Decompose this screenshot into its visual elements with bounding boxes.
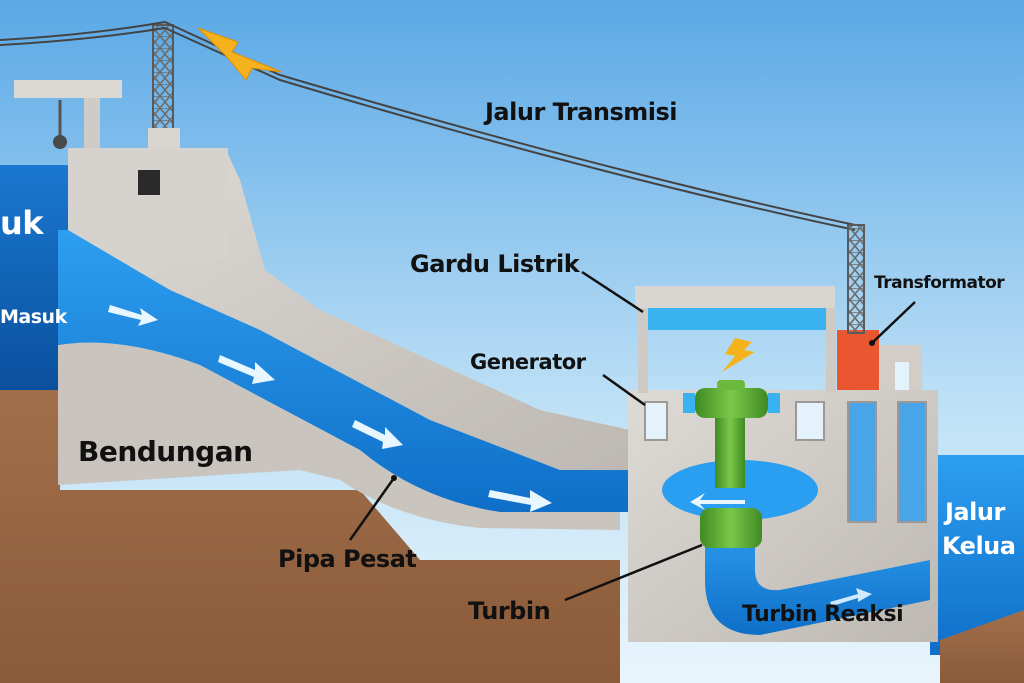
- label-outflow-2: Kelua: [942, 532, 1016, 560]
- label-outflow-1: Jalur: [945, 498, 1005, 526]
- transformer-box: [837, 330, 879, 390]
- flow-arrow-icon: [218, 355, 275, 384]
- label-generator: Generator: [470, 350, 586, 374]
- leader-line-turbin: [564, 543, 703, 602]
- leader-line-gardu: [581, 270, 644, 314]
- label-inflow: Masuk: [0, 306, 67, 328]
- crane-arm: [14, 80, 122, 98]
- leader-dot: [869, 340, 875, 346]
- tower-left-base: [148, 128, 180, 148]
- powerhouse-window: [847, 401, 877, 523]
- turbine-runner: [700, 508, 762, 548]
- crane-hook: [53, 135, 67, 149]
- label-substation: Gardu Listrik: [410, 250, 580, 278]
- transmission-wire: [0, 20, 856, 226]
- flow-arrows: [108, 305, 552, 512]
- powerhouse-window: [644, 401, 668, 441]
- label-transformer: Transformator: [874, 273, 1005, 293]
- penstock-water: [58, 230, 630, 512]
- flow-arrow-icon: [352, 420, 403, 449]
- generator-mount-right: [768, 393, 780, 413]
- powerhouse-window: [795, 401, 825, 441]
- transformer-annex-door: [895, 362, 909, 390]
- tower-left: [152, 24, 174, 131]
- flow-arrow-icon: [830, 588, 872, 606]
- leader-line-transformator: [871, 301, 916, 344]
- label-reservoir: uk: [0, 204, 44, 242]
- crane-post: [84, 98, 100, 148]
- turbine-chamber-water: [662, 460, 818, 520]
- generator-head: [695, 388, 768, 418]
- lightning-bolt-icon: [197, 27, 283, 81]
- flow-arrow-icon: [488, 490, 552, 512]
- flow-arrow-icon: [108, 305, 158, 326]
- leader-lines: [348, 270, 916, 602]
- leader-line-pipa: [348, 477, 396, 541]
- leader-line-generator: [602, 373, 646, 407]
- dam-lower: [58, 342, 620, 530]
- dam-window: [138, 170, 160, 195]
- label-reaction-turbine: Turbin Reaksi: [742, 602, 904, 627]
- label-dam: Bendungan: [78, 435, 253, 468]
- ground-right: [940, 610, 1024, 683]
- substation-roof: [635, 286, 835, 308]
- flow-arrow-icon: [690, 493, 745, 510]
- draft-tube: [705, 520, 930, 635]
- turbine-shaft: [715, 418, 745, 488]
- label-transmission-line: Jalur Transmisi: [485, 98, 678, 126]
- leader-dot: [391, 475, 397, 481]
- generator-cap: [717, 380, 745, 390]
- substation-panel: [648, 308, 826, 330]
- label-turbine: Turbin: [468, 597, 551, 625]
- dam-top-block: [68, 148, 228, 258]
- lightning-bolt-icon: [722, 338, 755, 372]
- ground: [0, 390, 620, 683]
- transmission-wire: [0, 26, 856, 231]
- label-penstock: Pipa Pesat: [278, 545, 417, 573]
- substation-post-left: [638, 308, 648, 393]
- generator-mount-left: [683, 393, 695, 413]
- substation-post-right: [826, 308, 836, 393]
- tower-right: [847, 224, 865, 334]
- powerhouse-window: [897, 401, 927, 523]
